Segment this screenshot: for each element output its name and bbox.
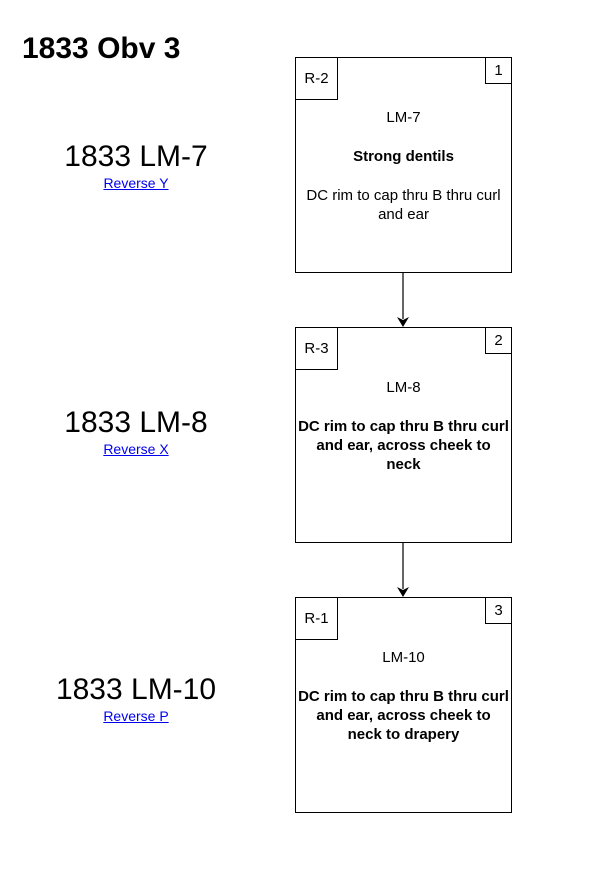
reverse-link[interactable]: Reverse P	[103, 708, 169, 724]
card-bold-text: DC rim to cap thru B thru curl and ear, …	[298, 418, 509, 473]
die-card-1[interactable]: R-2 1 LM-7 Strong dentils DC rim to cap …	[295, 57, 512, 273]
arrow-down-connector	[397, 543, 409, 597]
reverse-link[interactable]: Reverse X	[103, 441, 169, 457]
row-label-lm8: 1833 LM-8 Reverse X	[16, 406, 256, 459]
row-label-lm10: 1833 LM-10 Reverse P	[16, 673, 256, 726]
card-body: LM-8 DC rim to cap thru B thru curl and …	[296, 378, 511, 494]
card-number: 2	[485, 328, 511, 354]
die-card-2[interactable]: R-3 2 LM-8 DC rim to cap thru B thru cur…	[295, 327, 512, 543]
page-title: 1833 Obv 3	[22, 32, 181, 65]
card-heading: LM-8	[386, 379, 421, 396]
card-text: DC rim to cap thru B thru curl and ear	[306, 187, 501, 223]
arrow-down-connector	[397, 273, 409, 327]
rarity-tag: R-1	[296, 598, 338, 640]
card-bold-text: Strong dentils	[353, 148, 454, 165]
row-title: 1833 LM-10	[55, 673, 217, 706]
rarity-tag: R-2	[296, 58, 338, 100]
card-heading: LM-10	[382, 649, 425, 666]
card-number: 1	[485, 58, 511, 84]
reverse-link[interactable]: Reverse Y	[103, 175, 169, 191]
row-title: 1833 LM-8	[64, 406, 208, 439]
card-number: 3	[485, 598, 511, 624]
card-body: LM-10 DC rim to cap thru B thru curl and…	[296, 648, 511, 764]
card-body: LM-7 Strong dentils DC rim to cap thru B…	[296, 108, 511, 224]
card-bold-text: DC rim to cap thru B thru curl and ear, …	[298, 688, 509, 743]
card-heading: LM-7	[386, 109, 421, 126]
rarity-tag: R-3	[296, 328, 338, 370]
die-card-3[interactable]: R-1 3 LM-10 DC rim to cap thru B thru cu…	[295, 597, 512, 813]
row-title: 1833 LM-7	[64, 140, 208, 173]
row-label-lm7: 1833 LM-7 Reverse Y	[16, 140, 256, 193]
